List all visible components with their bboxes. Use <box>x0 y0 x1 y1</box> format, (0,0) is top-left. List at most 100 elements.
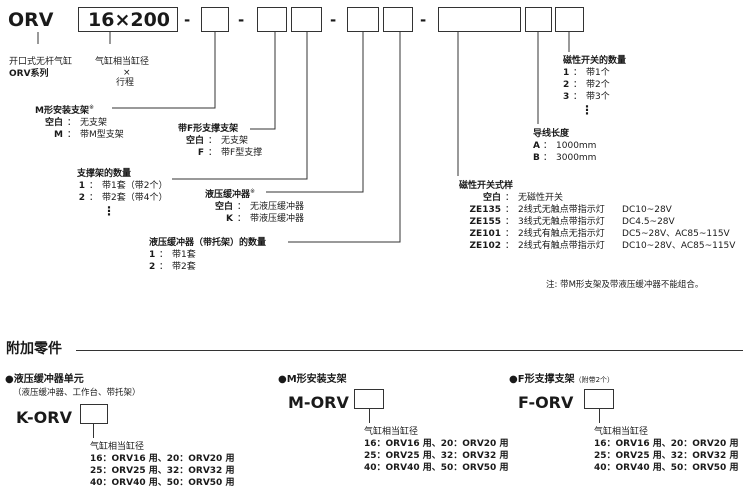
code-dash-3: - <box>330 11 337 29</box>
option-desc: 无支架 <box>80 118 108 128</box>
stroke-label: 行程 <box>116 78 135 88</box>
switch-spec: DC10~28V、AC85~115V <box>622 241 736 251</box>
absorber-qty-section: 液压缓冲器（带托架）的数量 1：带1套 2：带2套 <box>149 237 266 273</box>
option-desc: 带液压缓冲器 <box>250 214 305 224</box>
bore-row: 16：ORV16 用、20：ORV20 用 <box>594 439 739 449</box>
option-desc: 1000mm <box>556 141 597 151</box>
option-code: 2 <box>78 193 85 203</box>
switch-desc: 3线式无触点带指示灯 <box>518 217 605 227</box>
option-code: 1 <box>78 181 85 191</box>
bore-row: 25：ORV25 用、32：ORV32 用 <box>594 451 739 461</box>
option-sep: ： <box>159 262 169 272</box>
absorber-section: 液压缓冲器※ 空白：无液压缓冲器 K：带液压缓冲器 <box>205 186 304 225</box>
option-desc: 带1个 <box>586 68 610 78</box>
switch-qty-section: 磁性开关的数量 1：带1个 2：带2个 3：带3个 ⋮ <box>563 55 626 117</box>
switch-desc: 2线式有触点无指示灯 <box>518 229 605 239</box>
bore-row: 40：ORV40 用、50：ORV50 用 <box>364 463 509 473</box>
accessory-f-bracket-model: F-ORV <box>518 393 574 412</box>
times-label: × <box>123 68 131 78</box>
option-sep: ： <box>208 136 218 146</box>
absorber-title: 液压缓冲器 <box>205 190 251 200</box>
accessory-m-bracket-bore: 气缸相当缸径 16：ORV16 用、20：ORV20 用 25：ORV25 用、… <box>364 426 508 474</box>
support-qty-section: 支撑架的数量 1：带1套（带2个） 2：带2套（带4个） ⋮ <box>77 168 167 218</box>
option-desc: 带1套（带2个） <box>102 181 168 191</box>
option-sep: ： <box>573 80 583 90</box>
bullet-icon: ● <box>509 374 518 385</box>
switch-code: 空白 <box>482 193 501 203</box>
accessory-m-bracket-slot <box>354 389 384 409</box>
option-desc: 带3个 <box>586 92 610 102</box>
accessory-f-bracket-bore: 气缸相当缸径 16：ORV16 用、20：ORV20 用 25：ORV25 用、… <box>594 426 738 474</box>
option-desc: 带M型支架 <box>80 130 124 140</box>
f-bracket-title: 带F形支撑支架 <box>178 124 239 134</box>
accessory-f-bracket-leader <box>599 409 600 423</box>
bore-title: 气缸相当缸径 <box>90 442 145 452</box>
option-code: 1 <box>149 250 156 260</box>
accessory-absorber-unit-model: K-ORV <box>16 408 72 427</box>
switch-desc: 2线式有触点带指示灯 <box>518 241 605 251</box>
switch-desc: 无磁性开关 <box>518 193 564 203</box>
absorber-note-mark: ※ <box>250 188 256 195</box>
option-code: K <box>226 214 233 224</box>
option-code: 2 <box>149 262 156 272</box>
switch-code: ZE135 <box>469 205 501 215</box>
option-desc: 带2个 <box>586 80 610 90</box>
option-code: 空白 <box>214 202 233 212</box>
accessory-absorber-unit-slot <box>80 404 108 424</box>
option-desc: 3000mm <box>556 153 597 163</box>
option-code: F <box>197 148 204 158</box>
bore-row: 25：ORV25 用、32：ORV32 用 <box>364 451 509 461</box>
option-sep: ： <box>543 153 553 163</box>
switch-sep: ： <box>505 217 515 227</box>
size-stroke-box <box>78 7 178 32</box>
support-qty-title: 支撑架的数量 <box>77 169 132 179</box>
switch-sep: ： <box>505 241 515 251</box>
code-slot-switch-type <box>438 7 521 32</box>
absorber-qty-title: 液压缓冲器（带托架）的数量 <box>149 238 267 248</box>
bore-title: 气缸相当缸径 <box>364 427 419 437</box>
code-slot-lead-length <box>525 7 552 32</box>
accessories-title: 附加零件 <box>6 341 62 357</box>
option-sep: ： <box>237 202 247 212</box>
option-desc: 带1套 <box>172 250 196 260</box>
option-code: 3 <box>563 92 570 102</box>
m-bracket-section: M形安装支架※ 空白：无支架 M：带M型支架 <box>35 102 124 141</box>
option-sep: ： <box>67 118 77 128</box>
accessory-absorber-unit-sub: （液压缓冲器、工作台、带托架） <box>13 388 141 398</box>
code-dash-1: - <box>184 11 191 29</box>
option-code: B <box>533 153 540 163</box>
option-code: 1 <box>563 68 570 78</box>
option-code: A <box>533 141 540 151</box>
code-dash-2: - <box>238 11 245 29</box>
accessory-name: 液压缓冲器单元 <box>13 374 84 385</box>
accessory-absorber-unit-leader <box>93 424 94 438</box>
option-sep: ： <box>89 193 99 203</box>
lead-length-title: 导线长度 <box>533 129 570 139</box>
switch-sep: ： <box>505 193 515 203</box>
switch-desc: 2线式无触点带指示灯 <box>518 205 605 215</box>
series-label-cn: 开口式无杆气缸 <box>9 57 73 67</box>
switch-sep: ： <box>505 229 515 239</box>
series-label-orv: ORV系列 <box>9 69 49 79</box>
bullet-icon: ● <box>5 374 14 385</box>
switch-sep: ： <box>505 205 515 215</box>
option-sep: ： <box>159 250 169 260</box>
code-slot-absorber <box>347 7 379 32</box>
accessory-m-bracket-leader <box>369 409 370 423</box>
option-desc: 无液压缓冲器 <box>250 202 305 212</box>
option-code: M <box>54 130 63 140</box>
option-sep: ： <box>543 141 553 151</box>
accessory-f-bracket-heading: ●F形支撑支架（附带2个） <box>509 373 614 387</box>
option-sep: ： <box>89 181 99 191</box>
combination-note: 注: 带M形支架及带液压缓冲器不能组合。 <box>546 280 704 290</box>
option-desc: 带2套（带4个） <box>102 193 168 203</box>
bore-row: 25：ORV25 用、32：ORV32 用 <box>90 466 235 476</box>
code-slot-f-bracket <box>257 7 287 32</box>
accessory-name: F形支撑支架 <box>517 374 575 385</box>
code-dash-4: - <box>420 11 427 29</box>
lead-length-section: 导线长度 A：1000mm B：3000mm <box>533 128 596 164</box>
accessory-absorber-unit-bore: 气缸相当缸径 16：ORV16 用、20：ORV20 用 25：ORV25 用、… <box>90 441 234 489</box>
bore-title: 气缸相当缸径 <box>594 427 649 437</box>
